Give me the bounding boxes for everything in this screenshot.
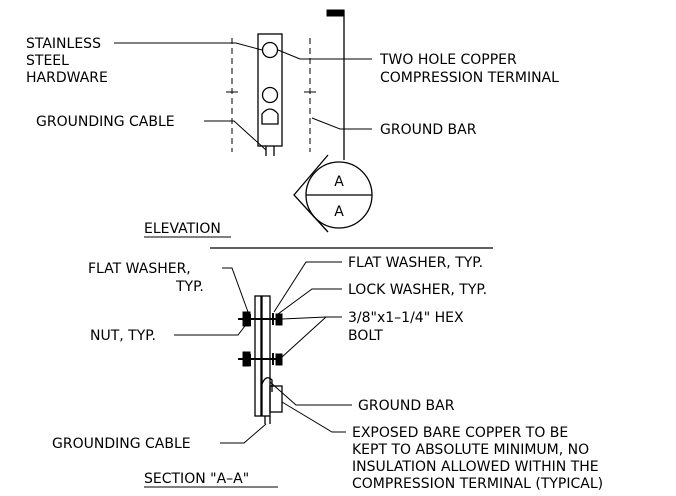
elevation-terminal-barrel <box>261 108 279 125</box>
label-section-grounding-cable: GROUNDING CABLE <box>52 436 191 452</box>
leader-section-ground-bar <box>269 381 352 406</box>
label-terminal-2: COMPRESSION TERMINAL <box>380 70 559 86</box>
section-cut-flag <box>326 9 345 17</box>
section-ground-bar <box>261 295 271 417</box>
label-stainless-2: STEEL <box>26 53 69 69</box>
section-title: SECTION "A–A" <box>144 471 249 487</box>
leader-terminal <box>277 49 372 60</box>
leader-elevation-ground-bar <box>311 117 372 130</box>
elevation-view: A A STAINLESS STEEL HARDWARE GROUNDING C… <box>26 9 559 238</box>
section-terminal-plate <box>254 295 262 417</box>
leader-section-grounding-cable <box>220 423 267 444</box>
label-section-ground-bar: GROUND BAR <box>358 398 455 414</box>
elevation-terminal-plate <box>257 33 283 147</box>
label-note-2: KEPT TO ABSOLUTE MINIMUM, NO <box>352 442 589 458</box>
label-lock-washer: LOCK WASHER, TYP. <box>348 282 487 298</box>
label-bolt-2: BOLT <box>348 328 383 344</box>
leader-flat-washer-left <box>222 267 249 313</box>
section-marker-bottom: A <box>334 204 344 220</box>
label-note-3: INSULATION ALLOWED WITHIN THE <box>352 459 599 475</box>
upper-bolt-head <box>275 313 283 326</box>
section-marker-top: A <box>334 174 344 190</box>
label-terminal-1: TWO HOLE COPPER <box>379 52 517 68</box>
section-terminal-barrel <box>269 385 283 413</box>
leader-bolt-upper <box>281 316 342 320</box>
label-stainless-1: STAINLESS <box>26 36 101 52</box>
elevation-bolt-hole-bottom <box>261 86 279 104</box>
label-note-1: EXPOSED BARE COPPER TO BE <box>352 425 568 441</box>
label-nut: NUT, TYP. <box>90 328 156 344</box>
leader-note <box>281 401 346 433</box>
label-note-4: COMPRESSION TERMINAL (TYPICAL) <box>352 476 603 492</box>
leader-elevation-grounding-cable <box>204 120 267 151</box>
elevation-title: ELEVATION <box>144 221 221 237</box>
label-bolt-1: 3/8"x1–1/4" HEX <box>348 310 464 326</box>
leader-nut <box>174 325 246 336</box>
leader-flat-washer-right <box>273 261 342 313</box>
label-flat-washer-left-2: TYP. <box>175 279 204 295</box>
label-elevation-ground-bar: GROUND BAR <box>380 122 477 138</box>
section-terminal-bend <box>261 377 273 392</box>
section-view: FLAT WASHER, TYP. NUT, TYP. GROUNDING CA… <box>52 255 603 492</box>
label-flat-washer-right: FLAT WASHER, TYP. <box>348 255 483 271</box>
label-stainless-3: HARDWARE <box>26 70 108 86</box>
label-flat-washer-left-1: FLAT WASHER, <box>88 261 191 277</box>
elevation-bolt-hole-top <box>261 41 279 59</box>
leader-stainless <box>114 42 263 51</box>
lower-bolt-head <box>275 353 283 366</box>
leader-lock-washer <box>277 288 342 315</box>
label-elevation-grounding-cable: GROUNDING CABLE <box>36 114 175 130</box>
leader-bolt-lower <box>281 316 327 358</box>
